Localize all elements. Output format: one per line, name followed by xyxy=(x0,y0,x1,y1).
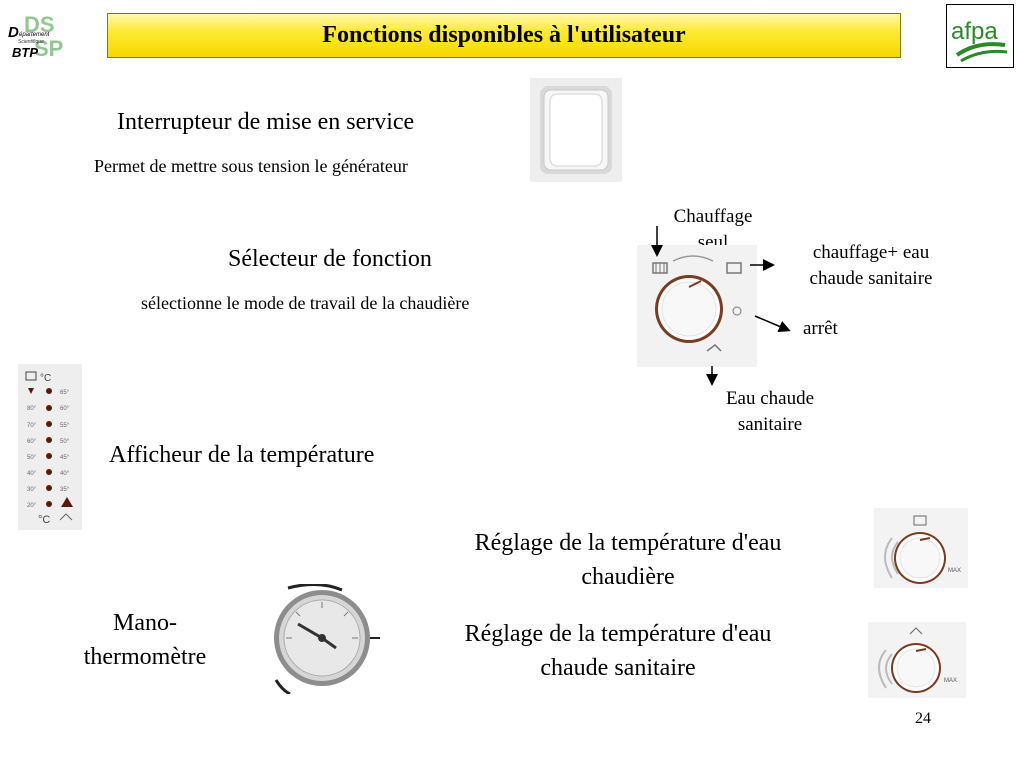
svg-text:épartement: épartement xyxy=(19,32,50,38)
mano-thermometre-title: Mano- thermomètre xyxy=(83,610,207,670)
logo-afpa: afpa xyxy=(946,4,1014,68)
page-number: 24 xyxy=(915,710,931,727)
svg-text:40°: 40° xyxy=(60,471,70,477)
logo-dsp-btp: DS SP D épartement Scientifique BTP xyxy=(6,8,64,62)
interrupteur-description: Permet de mettre sous tension le générat… xyxy=(94,156,408,176)
svg-text:SP: SP xyxy=(34,36,63,61)
label-chauffage-eau: chauffage+ eau chaude sanitaire xyxy=(809,242,933,289)
function-selector-knob-icon xyxy=(637,245,757,367)
svg-text:40°: 40° xyxy=(27,471,37,477)
svg-text:DS: DS xyxy=(24,12,55,37)
arrow-arret xyxy=(754,315,791,333)
temperature-display-photo: °C 65° 80° 70° 60° 50° 40° 30° 20° 60° 5… xyxy=(18,364,82,530)
svg-text:50°: 50° xyxy=(60,439,70,445)
svg-text:35°: 35° xyxy=(60,487,70,493)
svg-text:afpa: afpa xyxy=(951,18,998,45)
pressure-gauge-photo xyxy=(268,583,380,696)
svg-text:55°: 55° xyxy=(60,423,70,429)
selector-arrows xyxy=(651,226,791,386)
afficheur-title: Afficheur de la température xyxy=(109,442,375,468)
label-arret: arrêt xyxy=(803,318,838,339)
label-eau-chaude: Eau chaude sanitaire xyxy=(725,388,815,435)
svg-text:70°: 70° xyxy=(27,423,37,429)
svg-text:BTP: BTP xyxy=(12,45,38,60)
power-switch-icon xyxy=(530,78,622,182)
selecteur-description: sélectionne le mode de travail de la cha… xyxy=(141,293,470,313)
function-selector-photo xyxy=(637,245,757,367)
boiler-temp-knob-photo: MAX xyxy=(874,508,968,588)
svg-text:30°: 30° xyxy=(27,487,37,493)
boiler-temp-knob-icon: MAX xyxy=(874,508,968,588)
up-triangle-icon xyxy=(61,497,73,507)
svg-text:65°: 65° xyxy=(60,390,70,396)
selecteur-title: Sélecteur de fonction xyxy=(228,246,432,272)
svg-text:45°: 45° xyxy=(60,455,70,461)
interrupteur-title: Interrupteur de mise en service xyxy=(117,109,415,135)
svg-text:D: D xyxy=(8,24,19,41)
pressure-gauge-icon xyxy=(268,583,380,696)
reglage-sanitaire-title: Réglage de la température d'eau chaude s… xyxy=(464,621,772,681)
svg-text:20°: 20° xyxy=(27,503,37,509)
svg-text:MAX: MAX xyxy=(944,678,957,684)
slide-title: Fonctions disponibles à l'utilisateur xyxy=(107,13,901,58)
slide-title-text: Fonctions disponibles à l'utilisateur xyxy=(322,22,686,48)
svg-text:Scientifique: Scientifique xyxy=(18,39,44,45)
power-switch-photo xyxy=(530,78,622,182)
svg-text:60°: 60° xyxy=(27,439,37,445)
tap-icon xyxy=(59,513,73,521)
dhw-temp-knob-photo: MAX xyxy=(868,622,966,698)
svg-text:°C: °C xyxy=(38,514,50,526)
svg-text:80°: 80° xyxy=(27,406,37,412)
down-triangle-icon xyxy=(28,388,34,394)
svg-text:MAX: MAX xyxy=(948,568,961,574)
dhw-temp-knob-icon: MAX xyxy=(868,622,966,698)
reglage-chaudiere-title: Réglage de la température d'eau chaudièr… xyxy=(474,530,782,590)
svg-text:50°: 50° xyxy=(27,455,37,461)
svg-text:60°: 60° xyxy=(60,406,70,412)
svg-text:°C: °C xyxy=(40,373,51,384)
